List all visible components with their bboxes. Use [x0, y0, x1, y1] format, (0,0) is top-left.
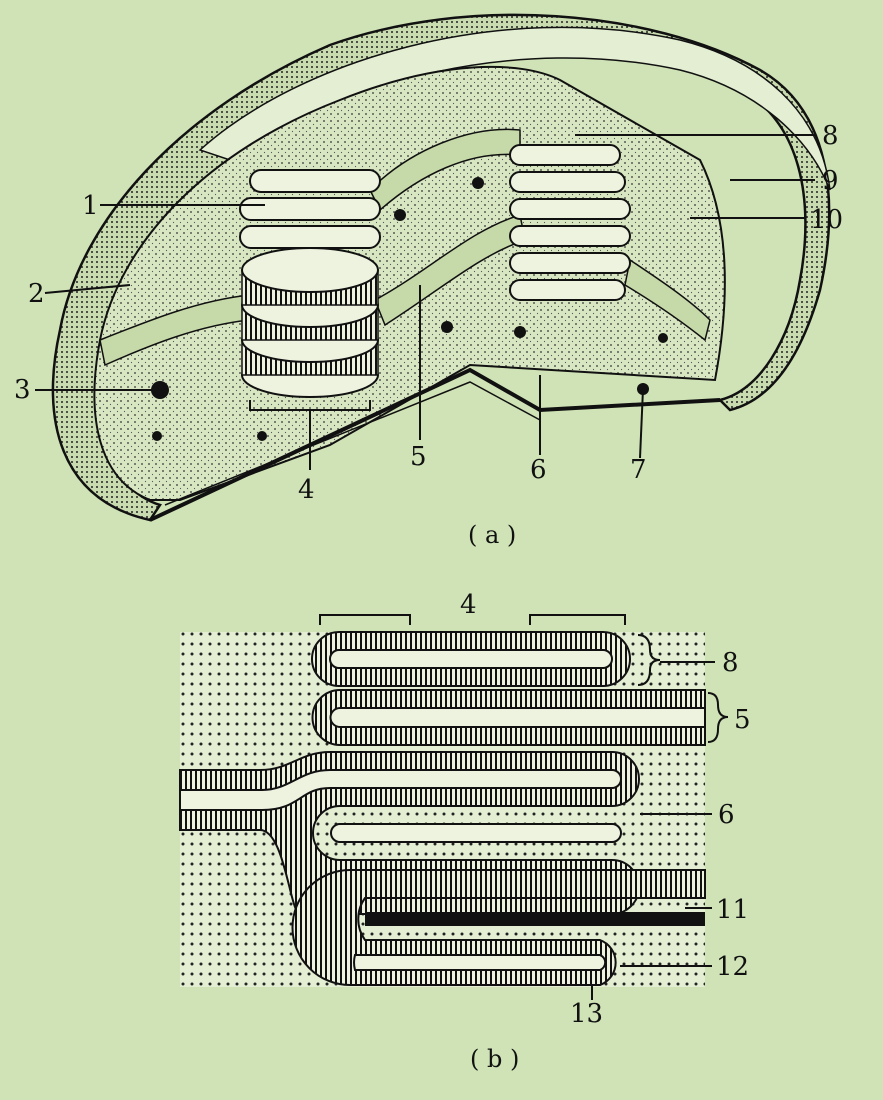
brace-5 [707, 692, 729, 743]
label-b-12: 12 [716, 952, 749, 982]
bracket-4 [249, 400, 371, 470]
granules [151, 177, 668, 441]
label-b-6: 6 [718, 800, 735, 830]
label-9: 9 [822, 166, 839, 196]
inner-membrane-line [164, 381, 541, 506]
label-7: 7 [630, 455, 647, 485]
granum-stack [239, 169, 381, 398]
caption-a: ( a ) [468, 521, 516, 549]
label-1: 1 [82, 191, 99, 221]
bracket-4b [319, 614, 626, 625]
stroma-lamella [624, 258, 711, 342]
label-b-13: 13 [570, 999, 603, 1029]
leader-lines [35, 134, 815, 459]
caption-b: ( b ) [470, 1045, 519, 1073]
label-b-11: 11 [716, 895, 749, 925]
label-8: 8 [822, 121, 839, 151]
label-5: 5 [410, 442, 427, 472]
label-6: 6 [530, 455, 547, 485]
figure-b: 4 8 5 6 11 12 13 ( b ) [179, 590, 751, 1073]
label-3: 3 [14, 375, 31, 405]
brace-8 [637, 634, 661, 686]
leader-lines-b [591, 661, 715, 1000]
label-b-8: 8 [722, 648, 739, 678]
label-2: 2 [28, 279, 45, 309]
label-10: 10 [810, 205, 843, 235]
granum-side-view [509, 144, 631, 301]
label-b-5: 5 [734, 705, 751, 735]
label-b-4: 4 [460, 590, 477, 620]
stroma-lamella [369, 128, 521, 212]
label-4: 4 [298, 475, 315, 505]
figure-a: 1 2 3 4 5 6 7 8 9 10 ( a ) [14, 13, 843, 549]
